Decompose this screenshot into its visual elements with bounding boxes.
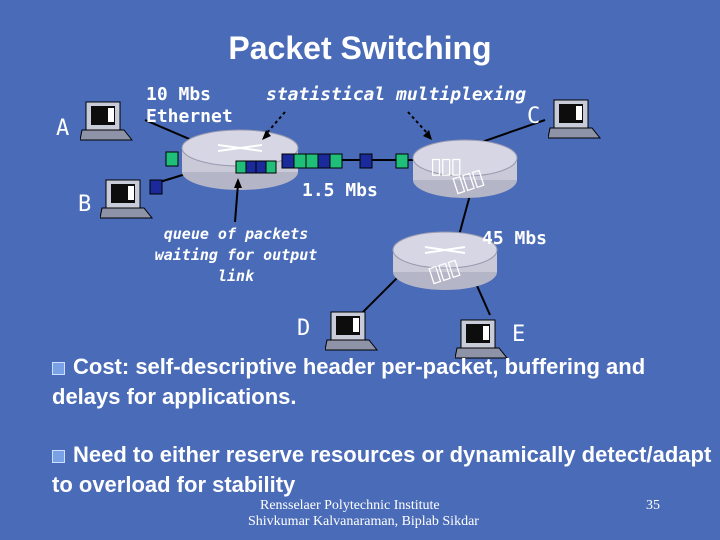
router-right-top xyxy=(412,139,518,198)
computer-d-icon xyxy=(324,310,387,352)
router-glyphs-1: ▯▯▯ xyxy=(430,153,462,178)
host-e-label: E xyxy=(512,322,526,347)
link-speed-label: 1.5 Mbs xyxy=(302,180,378,201)
stat-mux-label: statistical multiplexing xyxy=(266,84,527,105)
link-45-label: 45 Mbs xyxy=(482,228,548,249)
computer-a-icon xyxy=(79,100,142,142)
router-right-bottom xyxy=(392,231,498,290)
bullet-icon xyxy=(52,449,65,463)
ethernet-label: 10 Mbs Ethernet xyxy=(146,84,233,128)
queue-label-line1: queue of packets xyxy=(163,225,309,243)
queue-label-line2: waiting for output xyxy=(154,246,318,264)
footer-authors: Shivkumar Kalvanaraman, Biplab Sikdar xyxy=(248,514,479,529)
ethernet-label-line2: Ethernet xyxy=(146,106,233,127)
packet-b xyxy=(149,179,163,195)
mux-arrow-left xyxy=(265,111,286,135)
host-a-label: A xyxy=(56,116,70,141)
host-b-label: B xyxy=(78,192,92,217)
computer-e-icon xyxy=(454,318,517,360)
packet-a xyxy=(165,151,179,167)
bullet-2-text: Need to either reserve resources or dyna… xyxy=(52,442,712,497)
bullet-2: Need to either reserve resources or dyna… xyxy=(52,440,712,500)
page-number: 35 xyxy=(646,498,660,513)
bullet-1-text: Cost: self-descriptive header per-packet… xyxy=(52,354,646,409)
bullet-icon xyxy=(52,361,65,375)
bullet-1: Cost: self-descriptive header per-packet… xyxy=(52,352,692,412)
router-left xyxy=(181,129,299,190)
packets-main-link xyxy=(281,153,409,169)
queue-pointer xyxy=(234,183,239,223)
queue-left xyxy=(235,160,277,174)
queue-label: queue of packets waiting for output link xyxy=(150,224,322,287)
host-c-label: C xyxy=(527,104,541,129)
computer-c-icon xyxy=(547,98,610,140)
mux-arrow-right xyxy=(407,111,429,135)
host-d-label: D xyxy=(297,316,311,341)
queue-label-line3: link xyxy=(217,267,255,285)
slide-title: Packet Switching xyxy=(228,30,492,66)
computer-b-icon xyxy=(99,178,162,220)
footer-institution: Rensselaer Polytechnic Institute xyxy=(260,498,440,513)
ethernet-label-line1: 10 Mbs xyxy=(146,84,212,105)
